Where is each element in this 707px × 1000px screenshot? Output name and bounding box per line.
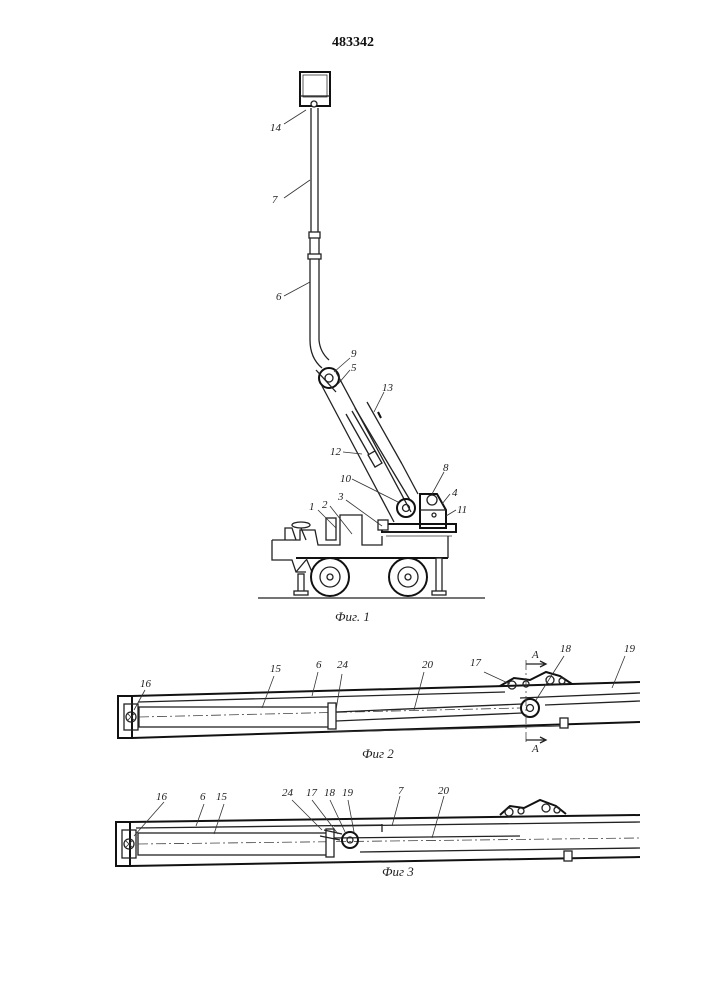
- label-10: 10: [340, 473, 352, 485]
- outrigger-rear: [432, 558, 446, 595]
- boom-pivot-bracket: [397, 494, 446, 528]
- label-15: 15: [270, 663, 282, 675]
- label-6: 6: [200, 791, 206, 803]
- fig3-caption: Фиг 3: [382, 864, 414, 879]
- fig2-caption: Фиг 2: [362, 746, 394, 761]
- label-24: 24: [337, 659, 349, 671]
- label-7: 7: [272, 194, 278, 206]
- figure-1: 14 7 6 9 5 13 12 10 8 4 11 2 3 1 Фиг. 1: [258, 72, 485, 624]
- label-7: 7: [398, 785, 404, 797]
- fig3-rod-20: [334, 836, 520, 838]
- section-mark-bottom: А: [531, 743, 539, 755]
- label-19: 19: [624, 643, 636, 655]
- label-3: 3: [337, 491, 344, 503]
- figure-3: 16 6 15 24 17 18 19 7 20 Фиг 3: [116, 785, 640, 879]
- fig2-leader-lines: [134, 656, 625, 710]
- label-16: 16: [140, 678, 152, 690]
- label-17: 17: [306, 787, 318, 799]
- label-20: 20: [438, 785, 450, 797]
- label-16: 16: [156, 791, 168, 803]
- fig2-pulley-18: [521, 699, 539, 717]
- label-9: 9: [351, 348, 357, 360]
- boom-section-6: [308, 238, 329, 368]
- figure-2: 16 15 6 24 20 17 18 19 А А Фиг 2: [118, 643, 640, 761]
- rear-wheel: [389, 558, 427, 596]
- label-4: 4: [452, 487, 458, 499]
- label-5: 5: [351, 362, 357, 374]
- label-13: 13: [382, 382, 394, 394]
- fig1-caption: Фиг. 1: [335, 609, 370, 624]
- label-17: 17: [470, 657, 482, 669]
- label-12: 12: [330, 446, 342, 458]
- label-24: 24: [282, 787, 294, 799]
- label-18: 18: [560, 643, 572, 655]
- label-6: 6: [316, 659, 322, 671]
- boom-section-7: [309, 108, 320, 238]
- label-2: 2: [322, 499, 328, 511]
- label-18: 18: [324, 787, 336, 799]
- outrigger-front: [294, 574, 308, 595]
- label-14: 14: [270, 122, 282, 134]
- label-20: 20: [422, 659, 434, 671]
- fig3-leader-lines: [134, 796, 444, 838]
- front-wheel: [311, 558, 349, 596]
- section-mark-top: А: [531, 649, 539, 661]
- patent-number: 483342: [332, 35, 374, 50]
- fig2-tube-section-6: [132, 686, 640, 738]
- label-15: 15: [216, 791, 228, 803]
- label-6: 6: [276, 291, 282, 303]
- fig3-chain-links: [500, 800, 566, 816]
- fig3-labels: 16 6 15 24 17 18 19 7 20: [156, 785, 450, 803]
- label-8: 8: [443, 462, 449, 474]
- fig2-rod-20: [336, 704, 522, 721]
- work-basket: [300, 72, 330, 107]
- fig3-end-cap: [116, 822, 136, 866]
- label-11: 11: [457, 504, 467, 516]
- fig2-tube-section-19: [505, 682, 640, 728]
- label-19: 19: [342, 787, 354, 799]
- fig2-end-cap: [118, 696, 138, 738]
- label-1: 1: [309, 501, 315, 513]
